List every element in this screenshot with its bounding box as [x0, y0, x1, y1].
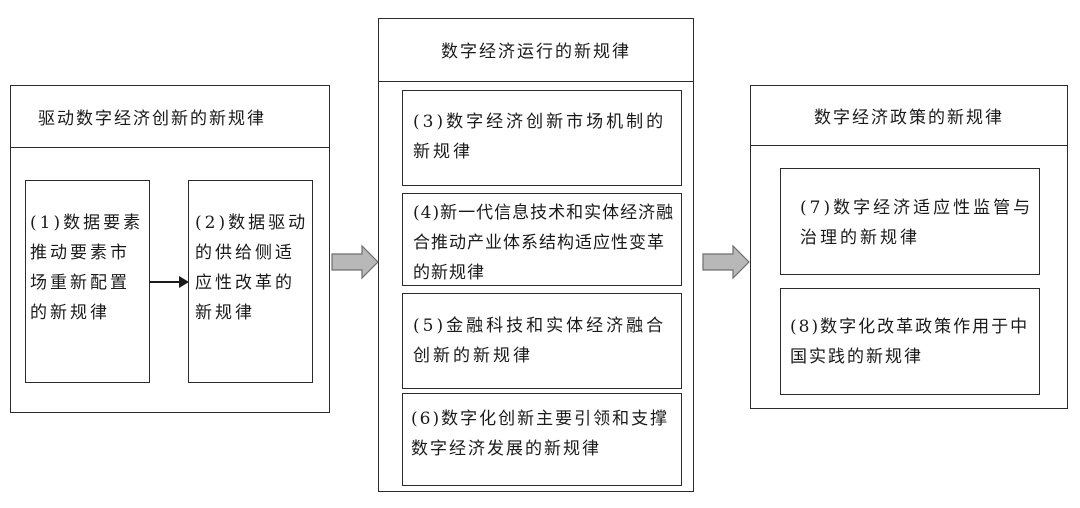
item-5-box [402, 293, 682, 389]
arrow-left-to-middle-icon [331, 244, 379, 280]
item-6-box [402, 393, 682, 486]
left-group-title-text: 驱动数字经济创新的新规律 [38, 108, 266, 129]
arrow-item1-to-item2-icon [150, 276, 189, 288]
item-4-box [402, 193, 682, 286]
item-6-text: (6)数字化创新主要引领和支撑数字经济发展的新规律 [411, 409, 670, 459]
right-group-title: 数字经济政策的新规律 [750, 85, 1068, 146]
item-8-box [780, 288, 1040, 395]
middle-group-title-text: 数字经济运行的新规律 [441, 42, 631, 62]
middle-group-title: 数字经济运行的新规律 [378, 18, 694, 82]
item-4-text: (4)新一代信息技术和实体经济融合推动产业体系结构适应性变革的新规律 [413, 203, 675, 283]
left-group-title: 驱动数字经济创新的新规律 [10, 85, 330, 148]
item-2-box [188, 180, 313, 383]
item-8-text: (8)数字化改革政策作用于中国实践的新规律 [790, 317, 1030, 367]
right-group-title-text: 数字经济政策的新规律 [814, 107, 1004, 128]
item-3-text: (3)数字经济创新市场机制的新规律 [413, 112, 667, 162]
item-3-box [402, 90, 682, 186]
item-7-text: (7)数字经济适应性监管与治理的新规律 [800, 198, 1034, 248]
arrow-middle-to-right-icon [702, 244, 750, 280]
item-7-box [780, 168, 1040, 275]
item-1-text: (1)数据要素推动要素市场重新配置的新规律 [30, 213, 144, 323]
item-2-text: (2)数据驱动的供给侧适应性改革的新规律 [195, 213, 309, 323]
item-5-text: (5)金融科技和实体经济融合创新的新规律 [413, 316, 667, 366]
item-1-box [25, 180, 150, 383]
